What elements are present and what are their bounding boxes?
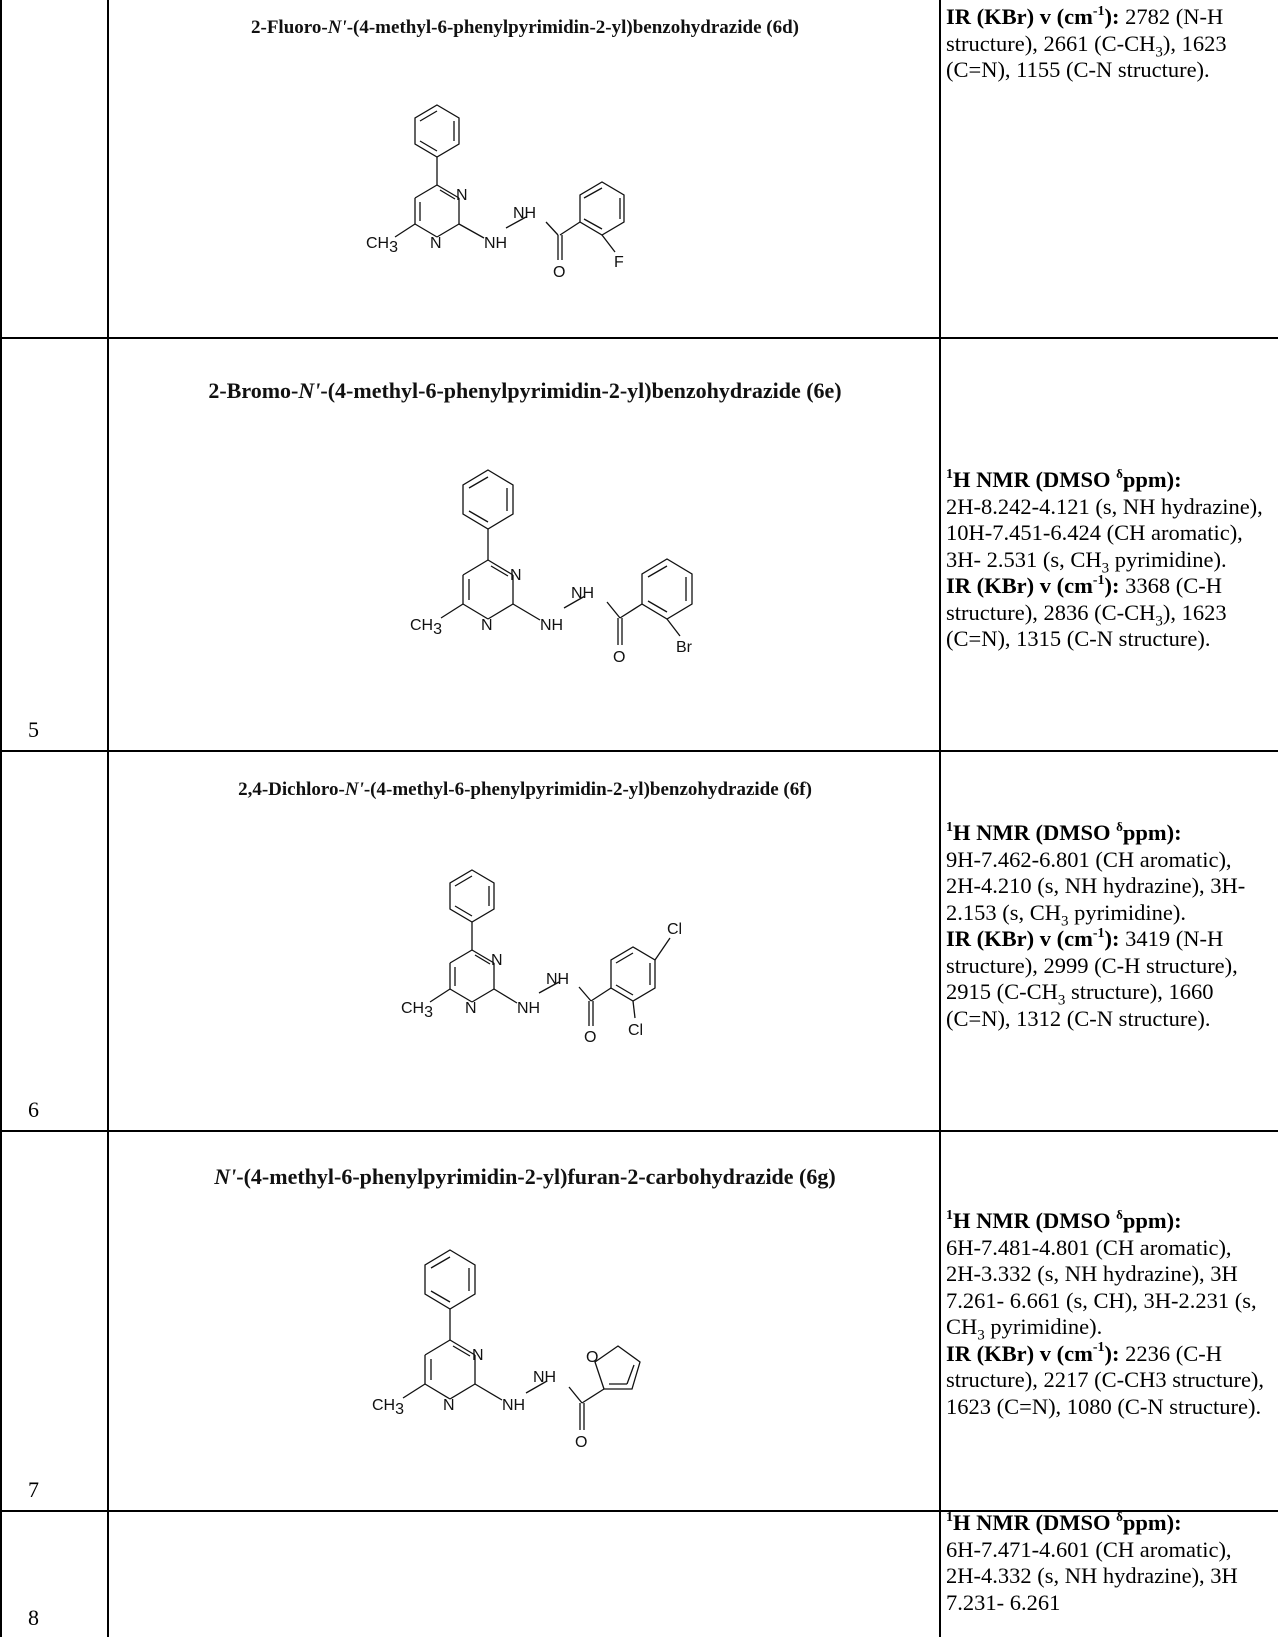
- svg-text:O: O: [584, 1029, 596, 1046]
- table-border-left: [0, 0, 2, 1637]
- chemical-structure: N N CH3 NH NH O F: [366, 95, 670, 305]
- svg-text:N: N: [430, 235, 442, 252]
- row-number: 5: [28, 717, 39, 742]
- svg-text:Br: Br: [676, 639, 693, 656]
- spectral-data: 1H NMR (DMSO δppm):9H-7.462-6.801 (CH ar…: [946, 818, 1246, 1031]
- row-number: 8: [28, 1605, 39, 1630]
- svg-text:O: O: [575, 1434, 587, 1451]
- column-divider-1: [107, 0, 109, 1637]
- spectral-data: 1H NMR (DMSO δppm):2H-8.242-4.121 (s, NH…: [946, 465, 1263, 652]
- svg-text:N: N: [491, 952, 503, 969]
- svg-text:CH3: CH3: [401, 1000, 433, 1021]
- svg-text:O: O: [613, 649, 625, 666]
- row-divider: [0, 1510, 1278, 1512]
- chemical-structure: N N CH3 NH NH O Br: [410, 469, 718, 700]
- svg-text:NH: NH: [540, 617, 563, 634]
- compound-title: 2-Bromo-N'-(4-methyl-6-phenylpyrimidin-2…: [208, 378, 842, 403]
- chemical-structure: N N CH3 NH NH O O: [372, 1249, 680, 1480]
- svg-text:NH: NH: [513, 205, 536, 222]
- svg-text:NH: NH: [533, 1369, 556, 1386]
- svg-text:F: F: [614, 254, 624, 271]
- compound-title: 2-Fluoro-N'-(4-methyl-6-phenylpyrimidin-…: [251, 17, 799, 38]
- row-divider: [0, 750, 1278, 752]
- spectral-data: 1H NMR (DMSO δppm):6H-7.471-4.601 (CH ar…: [946, 1508, 1238, 1615]
- svg-text:Cl: Cl: [628, 1022, 643, 1039]
- row-divider: [0, 1130, 1278, 1132]
- compound-title: 2,4-Dichloro-N'-(4-methyl-6-phenylpyrimi…: [238, 779, 812, 800]
- svg-text:Cl: Cl: [667, 921, 682, 938]
- compound-title: N'-(4-methyl-6-phenylpyrimidin-2-yl)fura…: [214, 1164, 836, 1189]
- row-number: 6: [28, 1097, 39, 1122]
- row-divider: [0, 337, 1278, 339]
- svg-text:N: N: [456, 187, 468, 204]
- row-number: 7: [28, 1477, 39, 1502]
- svg-text:NH: NH: [546, 971, 569, 988]
- svg-text:CH3: CH3: [410, 617, 442, 638]
- svg-text:N: N: [472, 1347, 484, 1364]
- svg-text:NH: NH: [484, 235, 507, 252]
- svg-text:CH3: CH3: [366, 235, 398, 256]
- svg-text:NH: NH: [571, 585, 594, 602]
- svg-text:N: N: [481, 617, 493, 634]
- chemical-structure: N N CH3 NH NH O Cl Cl: [401, 869, 705, 1100]
- column-divider-2: [939, 0, 941, 1637]
- svg-text:O: O: [553, 264, 565, 281]
- spectral-data: 1H NMR (DMSO δppm):6H-7.481-4.801 (CH ar…: [946, 1206, 1265, 1419]
- svg-text:O: O: [586, 1349, 598, 1366]
- svg-text:N: N: [443, 1397, 455, 1414]
- svg-text:NH: NH: [517, 1000, 540, 1017]
- svg-text:N: N: [465, 1000, 477, 1017]
- svg-text:N: N: [510, 567, 522, 584]
- spectral-data: IR (KBr) v (cm-1): 2782 (N-H structure),…: [946, 3, 1227, 82]
- svg-text:NH: NH: [502, 1397, 525, 1414]
- svg-text:CH3: CH3: [372, 1397, 404, 1418]
